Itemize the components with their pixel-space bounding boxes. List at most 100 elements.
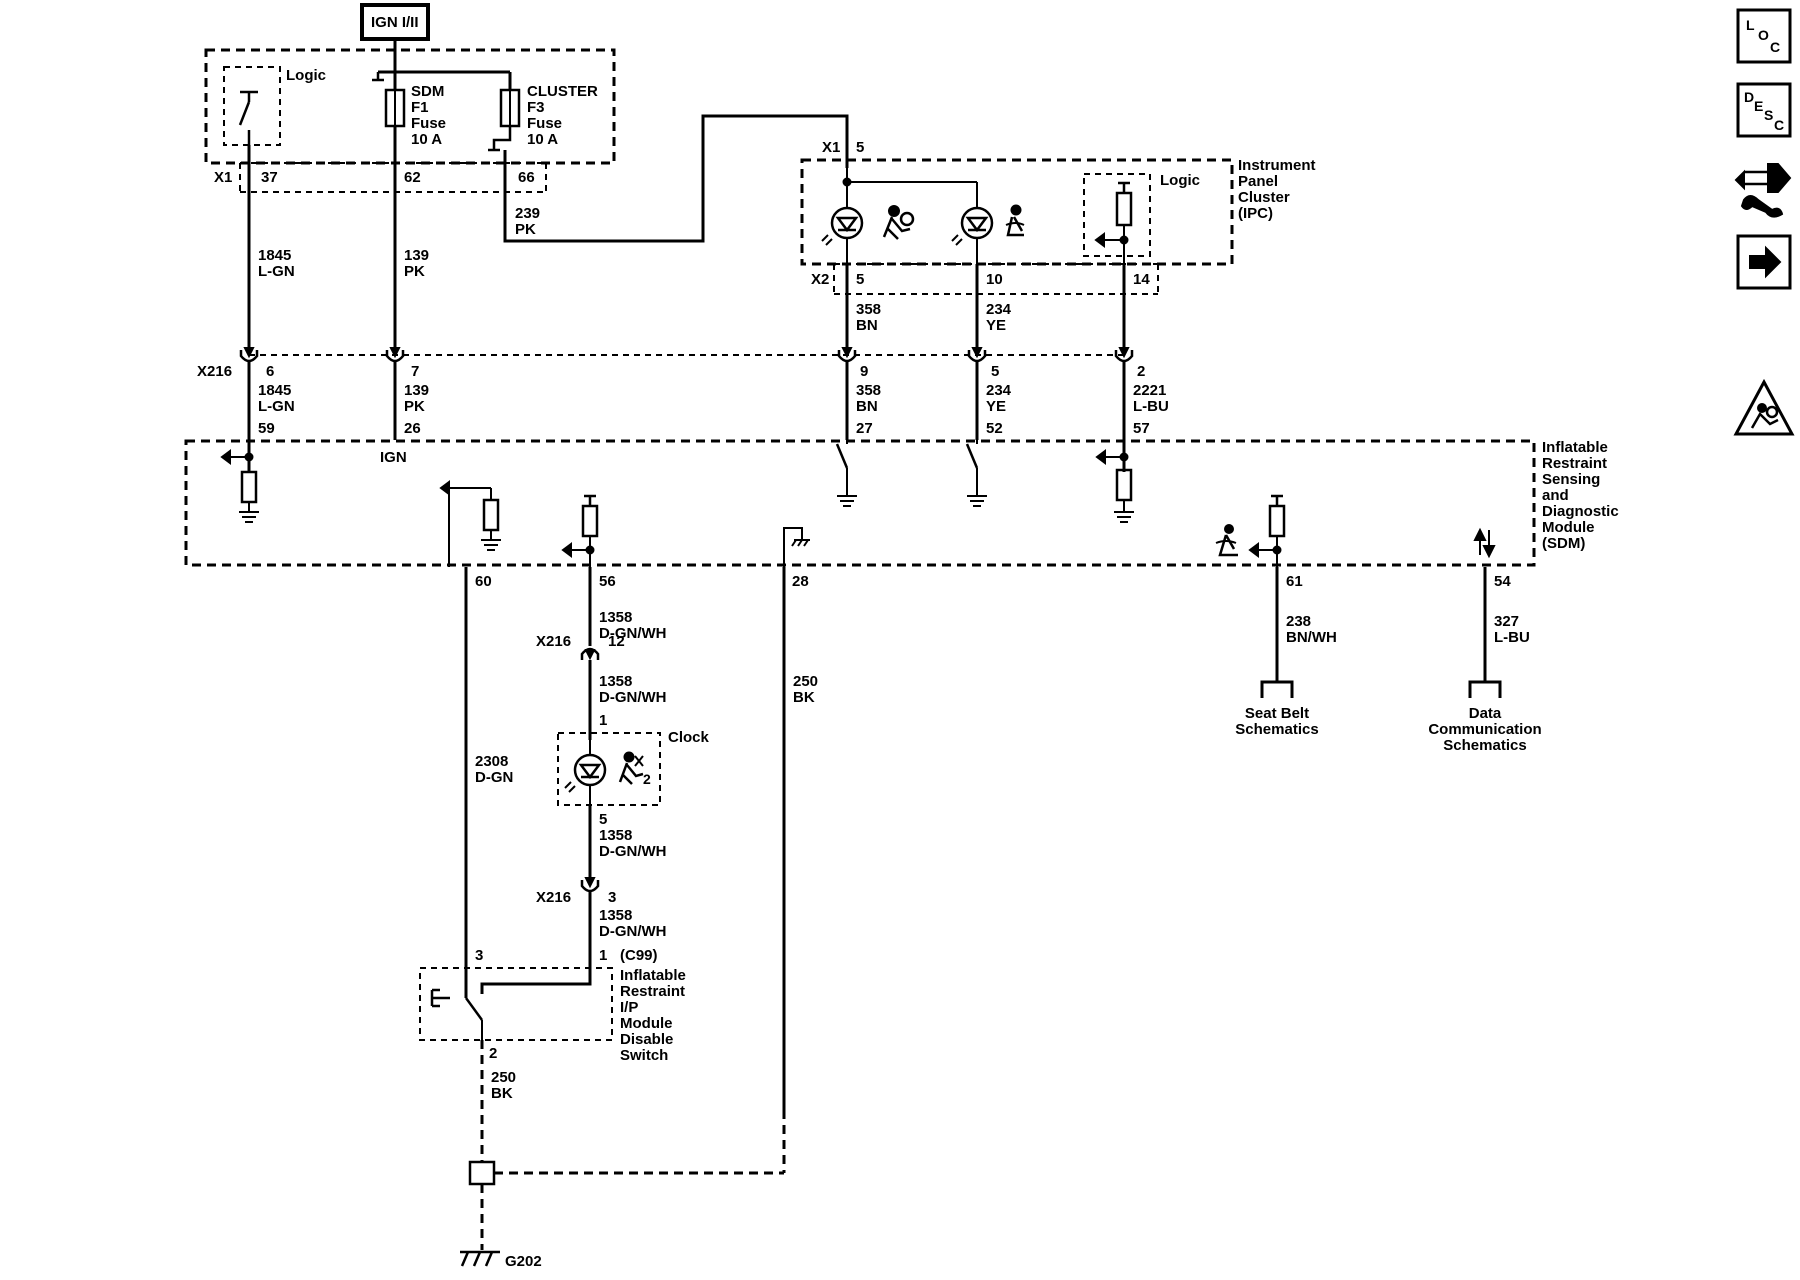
wire-1845-color-b: L-GN: [258, 398, 295, 415]
wire-358-num-b: 358: [856, 382, 881, 399]
x216-b-pin: 3: [608, 889, 616, 906]
sdm-pin-57-pulldown: [1095, 449, 1134, 523]
wire-358-color-b: BN: [856, 398, 878, 415]
sdm-pin-59: 59: [258, 420, 275, 437]
ipc-title-4: (IPC): [1238, 205, 1273, 222]
airbag-warning-icon[interactable]: [1733, 378, 1795, 436]
sdm-pin-61: 61: [1286, 573, 1303, 590]
wire-250-num-b: 250: [793, 673, 818, 690]
wire-238-num: 238: [1286, 613, 1311, 630]
wire-1358-color-d: D-GN/WH: [599, 923, 667, 940]
switch-title-6: Switch: [620, 1047, 668, 1064]
sdm-pin-57: 57: [1133, 420, 1150, 437]
wire-234-color-a: YE: [986, 317, 1006, 334]
ipc-x1-label: X1: [822, 139, 840, 156]
wire-1358-num-c: 1358: [599, 827, 632, 844]
clock-spring-box: [557, 732, 661, 806]
sdm-pin-60-circuit: [439, 480, 501, 567]
ipc-title-3: Cluster: [1238, 189, 1290, 206]
x216-a-label: X216: [536, 633, 571, 650]
cluster-fuse-line-3: Fuse: [527, 115, 562, 132]
wire-327-num: 327: [1494, 613, 1519, 630]
sdm-pin-27-switch: [835, 440, 857, 507]
data-comm-ref-3[interactable]: Schematics: [1443, 737, 1526, 754]
description-button[interactable]: D E S C: [1736, 82, 1792, 138]
switch-pin-3: 3: [475, 947, 483, 964]
sdm-pin-52-switch: [965, 440, 987, 507]
ground-label: G202: [505, 1253, 542, 1270]
wire-234-num-b: 234: [986, 382, 1012, 399]
x216-top-pin-5: 5: [991, 363, 999, 380]
seat-belt-ref-1[interactable]: Seat Belt: [1245, 705, 1309, 722]
x216-top-pin-9: 9: [860, 363, 868, 380]
x216-a-connector: [580, 647, 600, 661]
switch-pin-1: 1: [599, 947, 607, 964]
sdm-pin-28-ground: [783, 527, 810, 567]
ign-source-label: IGN I/II: [371, 14, 419, 31]
wire-250-color-b: BK: [793, 689, 815, 706]
seat-belt-ref-2[interactable]: Schematics: [1235, 721, 1318, 738]
wire-1358-color-c: D-GN/WH: [599, 843, 667, 860]
ipc-x2-pin-14: 14: [1133, 271, 1150, 288]
x216-b-label: X216: [536, 889, 571, 906]
data-comm-ref-bracket: [1468, 680, 1502, 698]
switch-title-2: Restraint: [620, 983, 685, 1000]
wire-234-num-a: 234: [986, 301, 1012, 318]
wire-2221-color: L-BU: [1133, 398, 1169, 415]
wire-358-color-a: BN: [856, 317, 878, 334]
ground-g202-icon: [460, 1250, 500, 1267]
sdm-title-2: Restraint: [1542, 455, 1607, 472]
fuse-pin-66: 66: [518, 169, 535, 186]
x216-top-label: X216: [197, 363, 232, 380]
cluster-fuse-line-2: F3: [527, 99, 545, 116]
switch-title-1: Inflatable: [620, 967, 686, 984]
switch-title-5: Disable: [620, 1031, 673, 1048]
sdm-pin-56: 56: [599, 573, 616, 590]
wire-2308-color: D-GN: [475, 769, 513, 786]
wire-1845-color-a: L-GN: [258, 263, 295, 280]
wire-1358-num-b: 1358: [599, 673, 632, 690]
sdm-title-7: (SDM): [1542, 535, 1585, 552]
clock-pin-top: 1: [599, 712, 607, 729]
wire-238-color: BN/WH: [1286, 629, 1337, 646]
disable-switch-icon: [430, 968, 592, 1040]
connector-tools-icon[interactable]: [1734, 163, 1792, 218]
sdm-ign-label: IGN: [380, 449, 407, 466]
wire-358-num-a: 358: [856, 301, 881, 318]
fuse-pin-37: 37: [261, 169, 278, 186]
location-button[interactable]: L O C: [1736, 8, 1792, 64]
ipc-x1-pin: 5: [856, 139, 864, 156]
cluster-fuse-line-4: 10 A: [527, 131, 558, 148]
disable-switch-box: [419, 967, 613, 1041]
splice-pack-icon: [468, 1160, 496, 1186]
sdm-fuse-line-3: Fuse: [411, 115, 446, 132]
x216-top-connectors: [239, 347, 1134, 363]
clock-lamp-icon: [564, 753, 607, 793]
ipc-title-2: Panel: [1238, 173, 1278, 190]
loc-c: C: [1770, 39, 1780, 55]
clock-label: Clock: [668, 729, 710, 746]
sdm-pin-54: 54: [1494, 573, 1511, 590]
sdm-title-3: Sensing: [1542, 471, 1600, 488]
seatbelt-sensor-icon: [1215, 524, 1238, 557]
data-comm-ref-2[interactable]: Communication: [1428, 721, 1541, 738]
sdm-pin-27: 27: [856, 420, 873, 437]
wire-239: [503, 114, 849, 243]
wire-1358-num-a: 1358: [599, 609, 632, 626]
airbag-indicator-lamp-icon: [821, 206, 864, 246]
sdm-pin-56-pullup: [561, 494, 599, 567]
wire-2308-num: 2308: [475, 753, 508, 770]
switch-title-3: I/P: [620, 999, 638, 1016]
seat-belt-ref-bracket: [1260, 680, 1294, 698]
fuse-logic-label: Logic: [286, 67, 326, 84]
wire-139-color-b: PK: [404, 398, 425, 415]
sdm-pin-26: 26: [404, 420, 421, 437]
data-comm-ref-1[interactable]: Data: [1469, 705, 1502, 722]
next-arrow-button[interactable]: [1736, 234, 1792, 290]
wire-239-color: PK: [515, 221, 536, 238]
sdm-title-5: Diagnostic: [1542, 503, 1619, 520]
airbag-person-icon: [882, 205, 915, 240]
sdm-fuse-line-2: F1: [411, 99, 429, 116]
wire-139-num-a: 139: [404, 247, 429, 264]
